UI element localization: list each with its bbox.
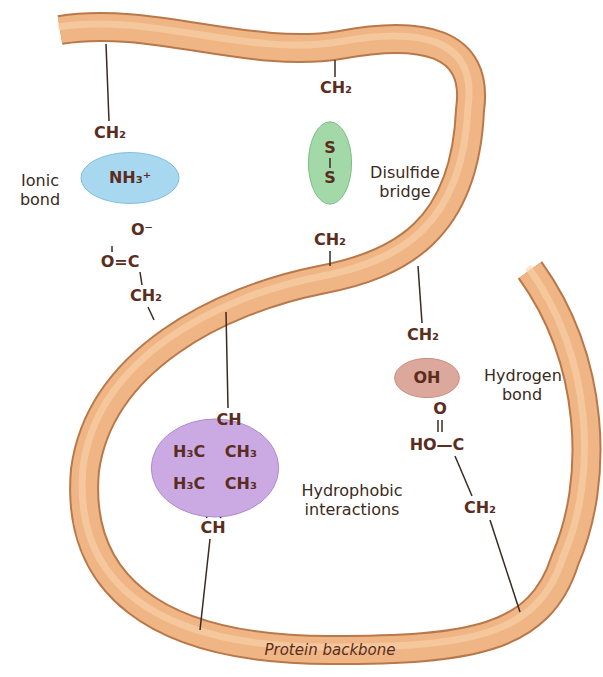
bond-label: Disulfide bridge	[364, 163, 446, 201]
chem-group: CH₂	[314, 230, 346, 249]
chem-formula: OH	[414, 368, 441, 388]
bond-lines	[106, 44, 520, 630]
chem-group: CH₂	[130, 286, 162, 305]
chem-formula: S	[324, 138, 336, 158]
chem-group: O=C	[101, 252, 140, 271]
chem-group: HO—C	[410, 435, 465, 454]
backbone-highlight	[58, 24, 585, 647]
hydrophobic-ellipse: H₃C CH₃ H₃C CH₃	[150, 418, 280, 518]
chem-group: CH	[216, 410, 241, 429]
chem-group: CH₂	[94, 123, 126, 142]
ellipse-shape	[150, 418, 280, 518]
bond-label: Ionic bond	[5, 171, 75, 209]
chem-formula: H₃C CH₃	[173, 442, 257, 462]
hydrogen-ellipse: OH	[394, 358, 460, 398]
disulfide-ellipse: SS	[308, 121, 352, 205]
chem-formula: H₃C CH₃	[173, 474, 257, 494]
ellipse-shape	[308, 121, 352, 205]
backbone-outline	[60, 27, 587, 650]
backbone-ribbon	[60, 27, 587, 650]
bond-label: Hydrogen bond	[484, 366, 560, 404]
chem-group: O⁻	[131, 220, 153, 239]
chem-group: CH₂	[407, 325, 439, 344]
chem-group: CH₂	[464, 498, 496, 517]
bond-label: Hydrophobic interactions	[287, 481, 417, 519]
chem-formula: NH₃⁺	[109, 168, 151, 188]
chem-formula: S	[324, 168, 336, 188]
ionic-ellipse: NH₃⁺	[80, 152, 180, 204]
chem-group: O	[433, 399, 447, 418]
chem-group: CH	[200, 518, 225, 537]
chem-group: CH₂	[320, 78, 352, 97]
backbone-label: Protein backbone	[264, 641, 395, 659]
